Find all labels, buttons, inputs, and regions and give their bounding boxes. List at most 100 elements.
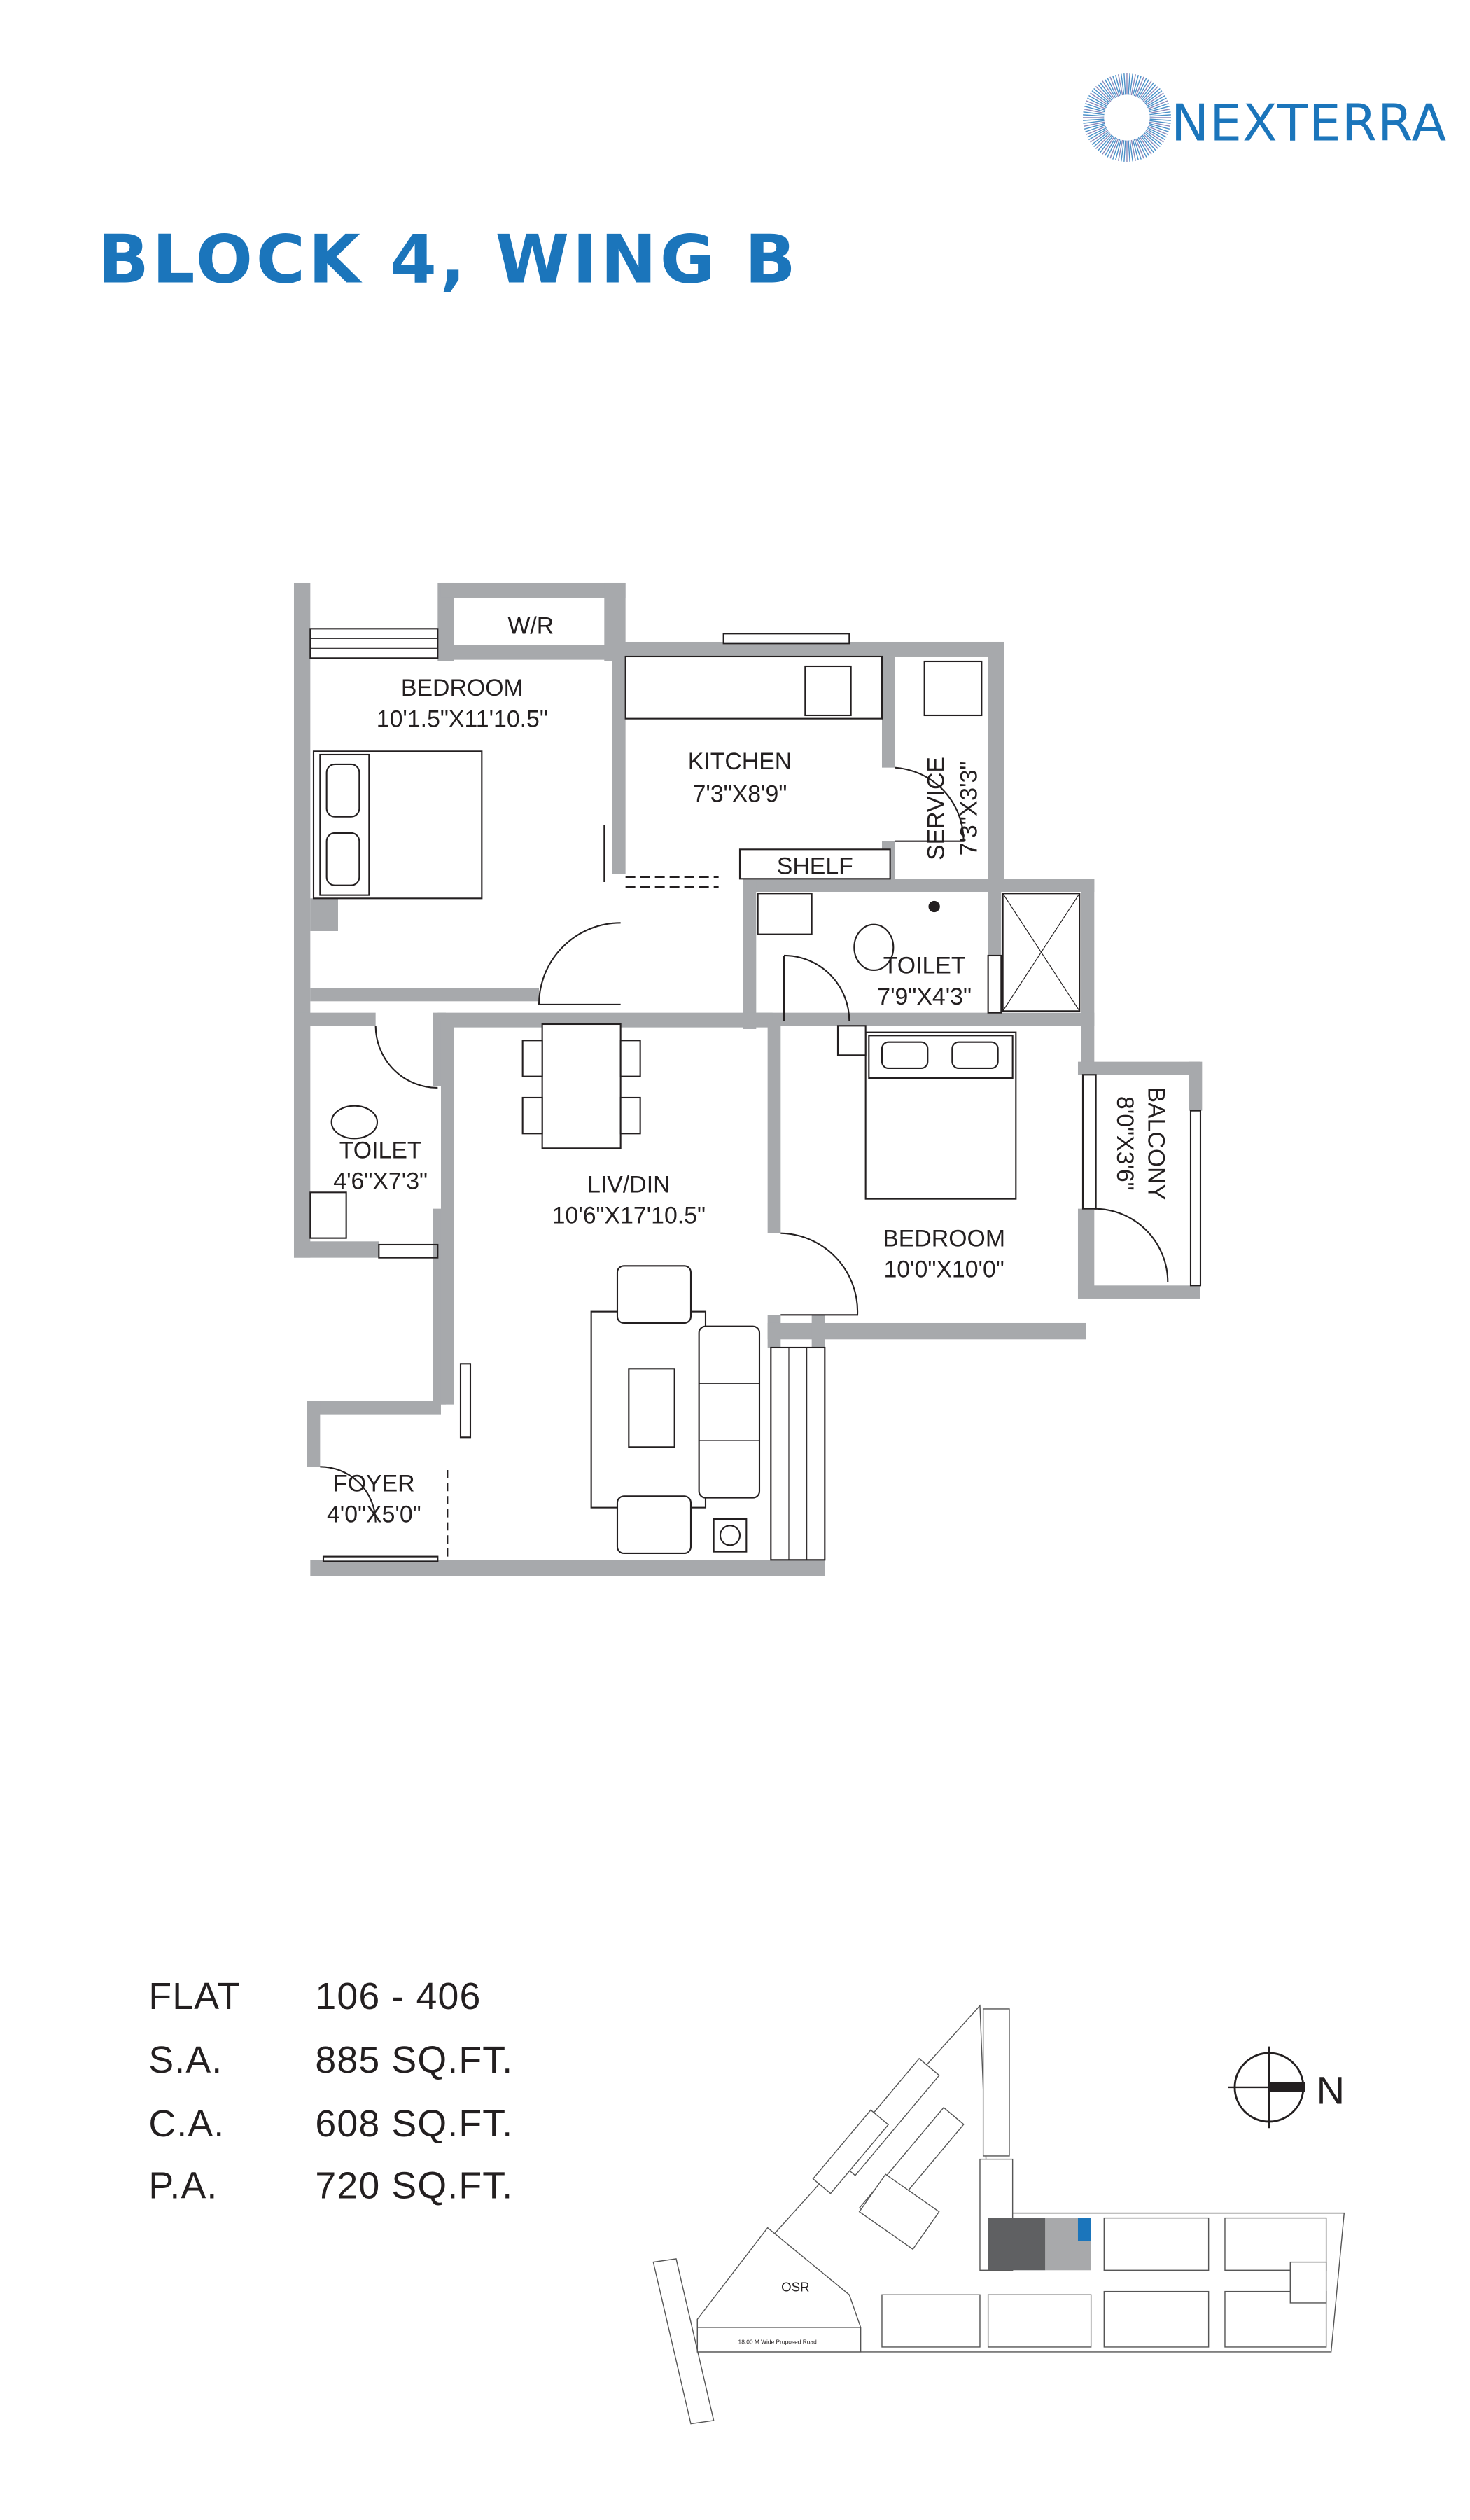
sunburst-ray bbox=[1110, 76, 1119, 97]
sunburst-ray bbox=[1083, 118, 1105, 121]
sunburst-ray bbox=[1114, 139, 1122, 161]
room-labels: BEDROOM 10'1.5"X11'10.5" W/R KITCHEN 7'3… bbox=[327, 612, 1169, 1527]
sunburst-ray bbox=[1085, 103, 1106, 111]
road-label: 18.00 M Wide Proposed Road bbox=[738, 2338, 818, 2345]
sunburst-ray bbox=[1139, 80, 1152, 99]
sunburst-ray bbox=[1086, 100, 1107, 110]
north-label: N bbox=[1317, 2068, 1346, 2112]
doors bbox=[320, 766, 1169, 1562]
road-strip bbox=[652, 2258, 715, 2425]
sunburst-ray bbox=[1146, 128, 1166, 141]
room-size: 10'1.5"X11'10.5" bbox=[377, 706, 548, 732]
dining-table-icon bbox=[541, 1023, 622, 1149]
sunburst-ray bbox=[1129, 140, 1133, 162]
sunburst-ray bbox=[1133, 76, 1142, 97]
sunburst-ray bbox=[1117, 74, 1124, 96]
room-label: SHELF bbox=[777, 853, 853, 879]
highlighted-block bbox=[988, 2218, 1046, 2271]
sunburst-ray bbox=[1104, 136, 1116, 156]
sunburst-ray bbox=[1102, 136, 1115, 155]
sunburst-ray bbox=[1136, 137, 1147, 158]
sunburst-ray bbox=[1083, 114, 1105, 117]
sunburst-ray bbox=[1145, 130, 1164, 143]
sunburst-ray bbox=[1130, 139, 1136, 161]
sunburst-ray bbox=[1138, 79, 1150, 99]
page-title: BLOCK 4, WING B bbox=[98, 220, 799, 299]
sunburst-ray bbox=[1141, 84, 1157, 101]
room-label: SERVICE bbox=[923, 757, 950, 860]
wc-icon bbox=[853, 923, 895, 972]
sunburst-ray bbox=[1091, 90, 1110, 104]
room-label: W/R bbox=[507, 612, 554, 639]
sunburst-ray bbox=[1121, 74, 1125, 95]
sunburst-ray bbox=[1142, 133, 1159, 150]
sunburst-ray bbox=[1093, 132, 1110, 148]
sunburst-ray bbox=[1144, 132, 1161, 148]
sunburst-ray bbox=[1090, 92, 1109, 106]
sunburst-ray bbox=[1088, 128, 1108, 141]
sunburst-ray bbox=[1147, 127, 1167, 138]
sunburst-ray bbox=[1147, 125, 1168, 135]
room-label: TOILET bbox=[883, 953, 966, 979]
sunburst-ray bbox=[1093, 88, 1110, 103]
sunburst-ray bbox=[1128, 140, 1130, 162]
spec-value: 720 SQ.FT. bbox=[315, 2165, 513, 2207]
sunburst-ray bbox=[1086, 125, 1107, 135]
north-compass-icon: N bbox=[1228, 2046, 1346, 2129]
sunburst-ray bbox=[1147, 100, 1168, 110]
sunburst-ray bbox=[1087, 97, 1107, 108]
sunburst-ray bbox=[1135, 138, 1144, 159]
sunburst-ray bbox=[1138, 136, 1150, 156]
sunburst-ray bbox=[1084, 121, 1105, 127]
sunburst-ray bbox=[1124, 74, 1126, 95]
spec-value: 608 SQ.FT. bbox=[315, 2103, 513, 2145]
room-label: FOYER bbox=[333, 1470, 415, 1497]
sunburst-ray bbox=[1140, 82, 1154, 100]
sunburst-ray bbox=[1097, 84, 1112, 101]
room-label: LIV/DIN bbox=[587, 1171, 670, 1198]
sunburst-ray bbox=[1140, 135, 1154, 153]
windows bbox=[309, 628, 1202, 1561]
sunburst-ray bbox=[1135, 76, 1144, 97]
sunburst-ray bbox=[1083, 120, 1105, 124]
sunburst-ray bbox=[1149, 114, 1171, 117]
brand-logo: NEXTERRA bbox=[1082, 73, 1447, 162]
sunburst-ray bbox=[1090, 130, 1109, 143]
washbasin-icon bbox=[309, 1191, 347, 1239]
stove-icon bbox=[923, 660, 983, 717]
sunburst-ray bbox=[1084, 106, 1105, 113]
sunburst-ray bbox=[1149, 120, 1171, 124]
sunburst-ray bbox=[1100, 82, 1114, 100]
sunburst-ray bbox=[1129, 74, 1133, 95]
walls bbox=[293, 582, 1203, 1576]
room-label: BEDROOM bbox=[401, 675, 524, 701]
floor-plan: BEDROOM 10'1.5"X11'10.5" W/R KITCHEN 7'3… bbox=[293, 582, 1203, 1576]
brand-name: NEXTERRA bbox=[1171, 94, 1447, 153]
room-size: 4'0"X5'0" bbox=[327, 1502, 421, 1528]
sunburst-ray bbox=[1095, 85, 1112, 102]
sunburst-ray bbox=[1144, 90, 1163, 104]
flat-specs: FLAT 106 - 406 S.A. 885 SQ.FT. C.A. 608 … bbox=[148, 1975, 513, 2207]
sunburst-ray bbox=[1084, 122, 1105, 130]
sunburst-ray bbox=[1139, 136, 1152, 155]
room-size: 7'3"X8'9" bbox=[693, 781, 788, 808]
room-label: TOILET bbox=[340, 1137, 422, 1163]
spec-value: 106 - 406 bbox=[315, 1975, 481, 2017]
sunburst-ray bbox=[1097, 134, 1112, 151]
sunburst-ray bbox=[1149, 118, 1171, 121]
sunburst-ray bbox=[1133, 139, 1142, 160]
spec-label: FLAT bbox=[148, 1975, 241, 2017]
room-size: 7'9"X4'3" bbox=[877, 983, 972, 1010]
sunburst-ray bbox=[1136, 78, 1147, 98]
shelf bbox=[738, 848, 891, 880]
room-size: 10'0"X10'0" bbox=[883, 1256, 1004, 1283]
sunburst-ray bbox=[1091, 131, 1110, 145]
sunburst-ray bbox=[1145, 92, 1164, 106]
sunburst-ray bbox=[1144, 88, 1161, 103]
spec-label: P.A. bbox=[148, 2165, 218, 2207]
sunburst-ray bbox=[1100, 135, 1114, 153]
room-size: 7'3"X3'3" bbox=[955, 762, 982, 856]
washbasin-icon bbox=[757, 892, 813, 935]
sunburst-ray bbox=[1144, 131, 1163, 145]
